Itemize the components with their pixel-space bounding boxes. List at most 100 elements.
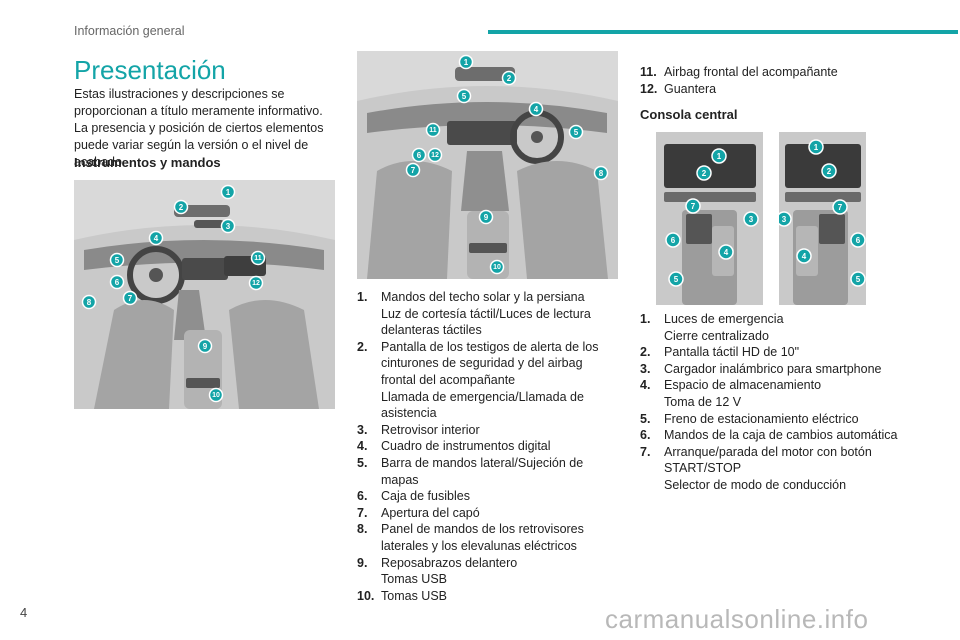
- badge-8: 8: [81, 294, 97, 310]
- badge-7: 7: [122, 290, 138, 306]
- badge-9: 9: [197, 338, 213, 354]
- console-r-badge-5: 5: [850, 271, 866, 287]
- list-item: 2.Pantalla táctil HD de 10": [640, 345, 800, 360]
- svg-text:7: 7: [411, 166, 416, 175]
- interior-illustration: 1 2 5 4 11 5 6 12 7 8 9 10: [357, 51, 618, 279]
- badge-11: 11: [250, 250, 266, 266]
- svg-text:10: 10: [212, 392, 220, 399]
- badge-5: 5: [109, 252, 125, 268]
- list-item: 3.Cargador inalámbrico para smartphone: [640, 361, 882, 376]
- dashboard-illustration: 1 2 3 4 5 6 7 8 9 10 11 12: [74, 180, 335, 409]
- section-header: Información general: [74, 24, 185, 38]
- svg-text:12: 12: [431, 152, 439, 159]
- console-r-badge-1: 1: [808, 139, 824, 155]
- detail-badge-4: 4: [528, 101, 544, 117]
- console-badge-2: 2: [696, 165, 712, 181]
- badge-12: 12: [248, 275, 264, 291]
- svg-text:4: 4: [802, 252, 807, 261]
- console-badge-3: 3: [743, 211, 759, 227]
- badge-group-detail: 1 2 5 4 11 5 6 12 7 8 9 10: [405, 54, 609, 275]
- detail-badge-8: 8: [593, 165, 609, 181]
- detail-badge-2: 2: [501, 70, 517, 86]
- detail-badge-1: 1: [458, 54, 474, 70]
- watermark: carmanualsonline.info: [605, 604, 869, 634]
- list-item: 3.Retrovisor interior: [357, 422, 480, 437]
- svg-text:5: 5: [462, 92, 467, 101]
- svg-text:1: 1: [464, 58, 469, 67]
- svg-text:2: 2: [507, 74, 512, 83]
- page-number: 4: [20, 605, 28, 620]
- svg-text:3: 3: [782, 215, 787, 224]
- svg-text:1: 1: [814, 143, 819, 152]
- svg-text:7: 7: [838, 203, 843, 212]
- intro-paragraph: Estas ilustraciones y descripciones se p…: [74, 87, 324, 169]
- instruments-list-part2: 11.Airbag frontal del acompañante 12.Gua…: [640, 64, 920, 97]
- svg-text:2: 2: [827, 167, 832, 176]
- detail-badge-7: 7: [405, 162, 421, 178]
- svg-text:4: 4: [154, 234, 159, 243]
- svg-text:5: 5: [856, 275, 861, 284]
- console-heading: Consola central: [640, 107, 738, 122]
- badge-group: 1 2 3 4 5 6 7 8 9 10 11 12: [81, 184, 266, 403]
- list-item: 7.Apertura del capó: [357, 505, 480, 520]
- svg-text:6: 6: [856, 236, 861, 245]
- console-badge-7: 7: [685, 198, 701, 214]
- detail-badge-10: 10: [489, 259, 505, 275]
- list-item: 5.Barra de mandos lateral/Sujeción de ma…: [357, 455, 584, 487]
- svg-text:5: 5: [674, 275, 679, 284]
- console-r-badge-4: 4: [796, 248, 812, 264]
- badge-2: 2: [173, 199, 189, 215]
- svg-text:4: 4: [534, 105, 539, 114]
- svg-text:4: 4: [724, 248, 729, 257]
- console-badge-5: 5: [668, 271, 684, 287]
- console-illustration-left: 1 2 7 3 6 4 5: [656, 132, 763, 305]
- svg-text:2: 2: [179, 203, 184, 212]
- svg-text:8: 8: [599, 169, 604, 178]
- badge-10: 10: [208, 387, 224, 403]
- console-r-badge-3: 3: [779, 211, 792, 227]
- list-item: 12.Guantera: [640, 81, 717, 96]
- list-item: 6.Mandos de la caja de cambios automátic…: [640, 428, 898, 443]
- list-item: 7.Arranque/parada del motor con botón ST…: [640, 444, 872, 492]
- svg-text:5: 5: [115, 256, 120, 265]
- svg-text:12: 12: [252, 280, 260, 287]
- list-item: 10.Tomas USB: [357, 588, 447, 603]
- badge-4: 4: [148, 230, 164, 246]
- svg-text:7: 7: [128, 294, 133, 303]
- svg-text:8: 8: [87, 298, 92, 307]
- detail-badge-11: 11: [425, 122, 441, 138]
- svg-text:6: 6: [115, 278, 120, 287]
- instruments-heading: Instrumentos y mandos: [74, 155, 221, 170]
- badge-1: 1: [220, 184, 236, 200]
- badge-3: 3: [220, 218, 236, 234]
- console-illustration-right: 1 2 3 7 6 4 5: [779, 132, 866, 305]
- svg-text:11: 11: [429, 127, 437, 134]
- svg-text:7: 7: [691, 202, 696, 211]
- detail-badge-6: 6: [411, 147, 427, 163]
- svg-text:3: 3: [749, 215, 754, 224]
- page-title: Presentación: [74, 55, 226, 85]
- svg-text:6: 6: [671, 236, 676, 245]
- svg-text:5: 5: [574, 128, 579, 137]
- console-r-badge-2: 2: [821, 163, 837, 179]
- svg-text:1: 1: [717, 152, 722, 161]
- header-accent-bar: [488, 30, 958, 34]
- svg-text:2: 2: [702, 169, 707, 178]
- svg-text:3: 3: [226, 222, 231, 231]
- svg-text:11: 11: [254, 255, 262, 262]
- console-r-badge-6: 6: [850, 232, 866, 248]
- svg-text:9: 9: [203, 342, 208, 351]
- detail-badge-5b: 5: [568, 124, 584, 140]
- badge-6: 6: [109, 274, 125, 290]
- detail-badge-5: 5: [456, 88, 472, 104]
- svg-text:9: 9: [484, 213, 489, 222]
- list-item: 2.Pantalla de los testigos de alerta de …: [357, 339, 599, 421]
- detail-badge-12: 12: [427, 147, 443, 163]
- console-right-badges: 1 2 3 7 6 4 5: [779, 139, 866, 287]
